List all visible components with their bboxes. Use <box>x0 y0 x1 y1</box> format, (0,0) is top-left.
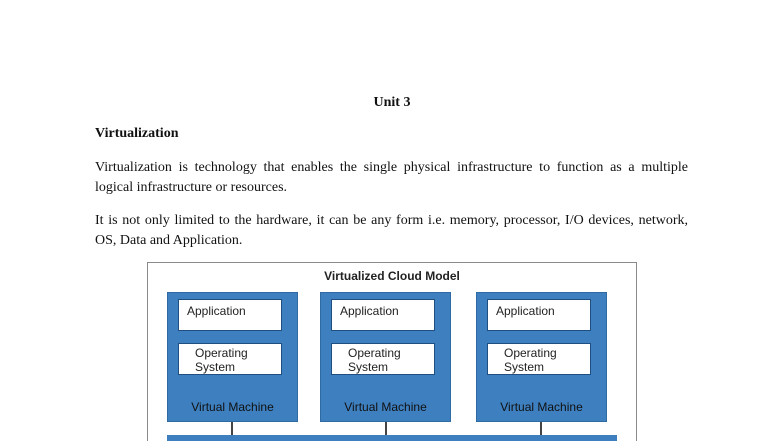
connector-line <box>540 422 542 436</box>
figure-title: Virtualized Cloud Model <box>324 269 460 283</box>
operating-system-box: Operating System <box>331 343 435 375</box>
connector-line <box>231 422 233 436</box>
connector-line <box>385 422 387 436</box>
unit-title: Unit 3 <box>373 95 411 110</box>
shared-infrastructure-bar <box>167 435 617 441</box>
virtual-machine-label: Virtual Machine <box>500 400 583 414</box>
section-heading: Virtualization <box>95 126 179 141</box>
operating-system-box: Operating System <box>487 343 591 375</box>
virtual-machine-label: Virtual Machine <box>191 400 274 414</box>
paragraph-definition: Virtualization is technology that enable… <box>95 160 688 195</box>
operating-system-box: Operating System <box>178 343 282 375</box>
virtual-machine-1: Application Operating System Virtual Mac… <box>167 292 298 422</box>
virtualized-cloud-model-figure: Virtualized Cloud Model Application Oper… <box>147 262 637 441</box>
application-box: Application <box>178 299 282 331</box>
virtual-machine-2: Application Operating System Virtual Mac… <box>320 292 451 422</box>
virtual-machine-label: Virtual Machine <box>344 400 427 414</box>
application-box: Application <box>487 299 591 331</box>
paragraph-scope: It is not only limited to the hardware, … <box>95 213 688 248</box>
application-box: Application <box>331 299 435 331</box>
virtual-machine-3: Application Operating System Virtual Mac… <box>476 292 607 422</box>
